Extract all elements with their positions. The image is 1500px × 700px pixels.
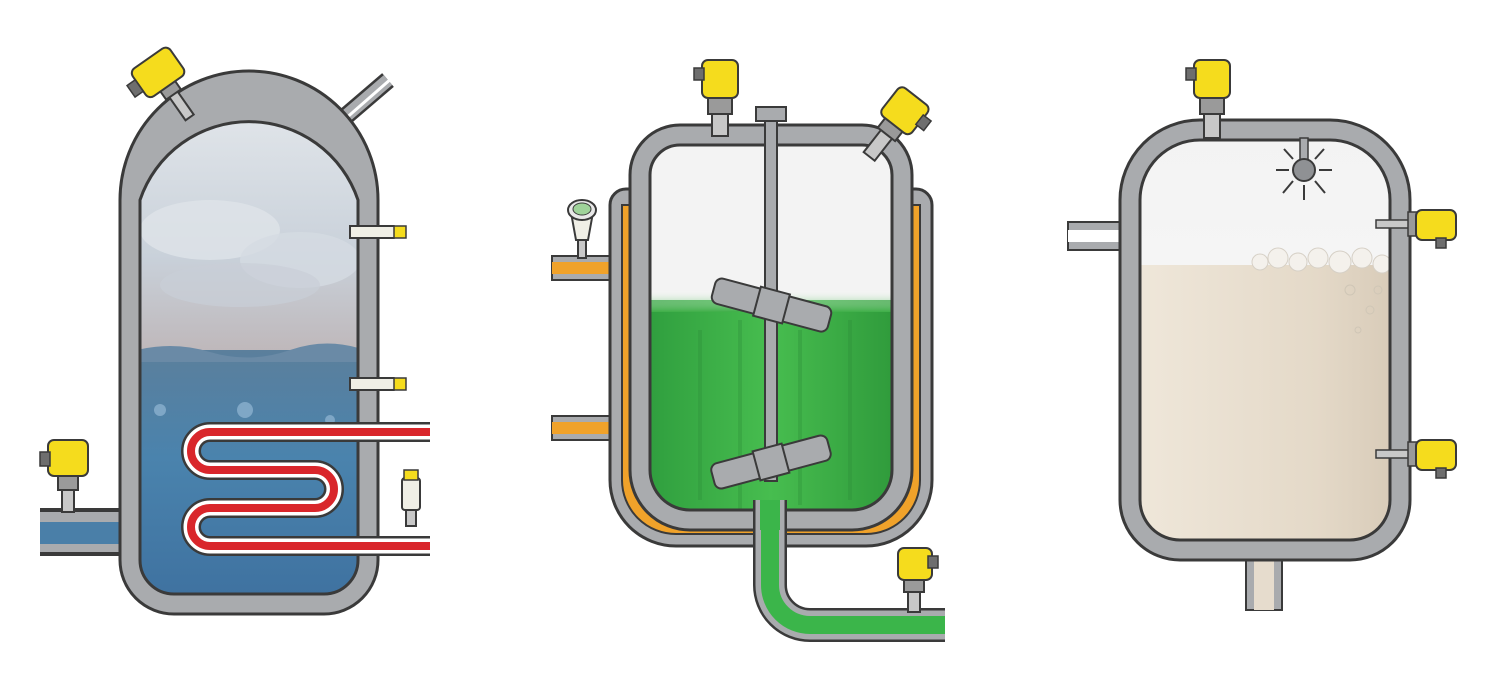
radar-sensor-icon [1185,59,1231,139]
level-switch-icon [349,225,407,239]
pressure-gauge-icon [567,199,597,259]
level-switch-icon [349,377,407,391]
radar-sensor-icon [862,86,933,163]
pressure-sensor-icon [125,46,196,122]
spray-ball-icon [1276,137,1332,200]
stirred-reactor [551,59,945,642]
level-switch-icon [1375,439,1457,479]
reactor-outlet-pipe [753,500,945,642]
pressure-sensor-icon [401,469,421,527]
level-switch-icon [1375,209,1457,249]
radar-sensor-icon [693,59,739,137]
pressure-sensor-icon [39,439,89,513]
foam-tank [1067,59,1457,611]
heating-coil-icon [181,422,430,556]
agitator-icon [710,106,833,490]
steam-boiler [39,46,430,616]
tank-interior [1140,140,1390,540]
pressure-sensor-icon [897,547,939,613]
